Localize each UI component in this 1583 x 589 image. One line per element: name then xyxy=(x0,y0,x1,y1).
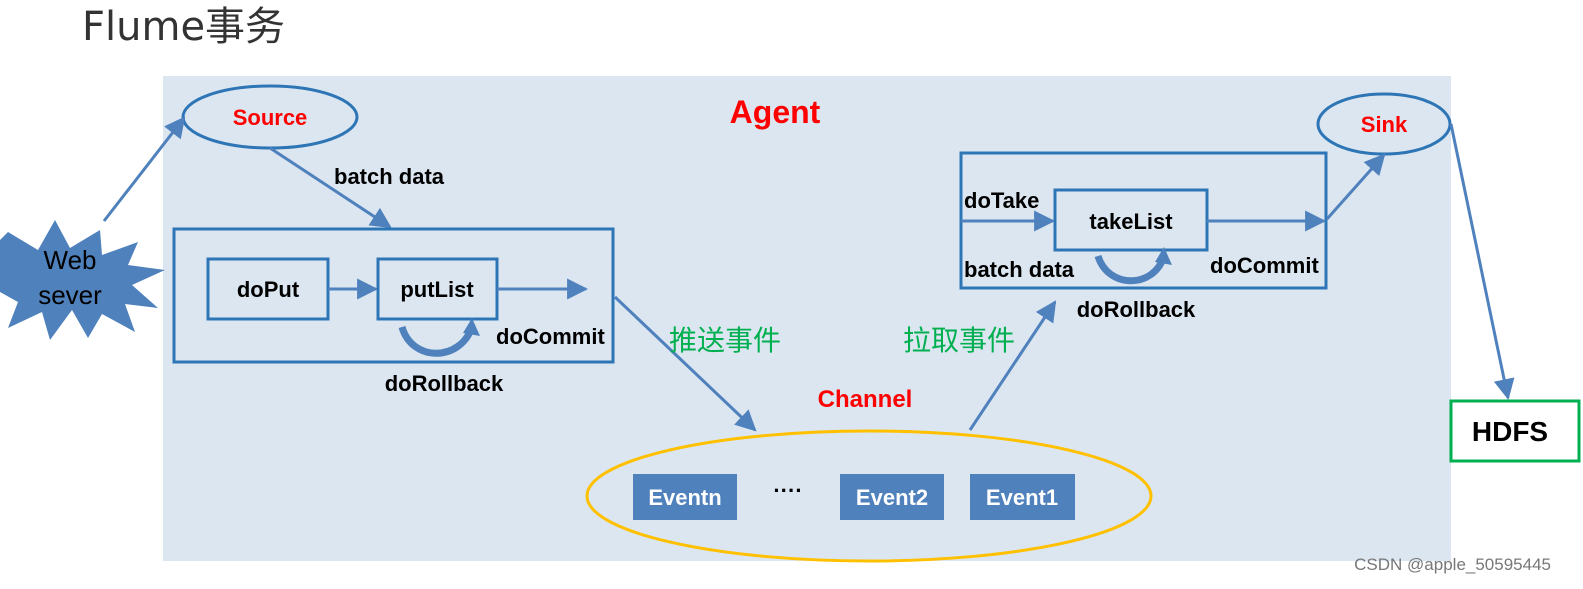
page-title: Flume事务 xyxy=(82,4,285,50)
arrow-push-to-channel xyxy=(613,295,757,432)
put-docommit-label: doCommit xyxy=(496,324,605,349)
channel-label: Channel xyxy=(818,386,913,413)
put-transaction-box xyxy=(172,227,615,364)
web-server-label-line1: Web xyxy=(44,245,97,275)
event-label-2: Event2 xyxy=(856,485,928,510)
agent-label: Agent xyxy=(730,94,821,130)
sink-label: Sink xyxy=(1361,112,1408,137)
channel-ellipse xyxy=(585,429,1153,563)
event-box-2 xyxy=(840,474,944,520)
event-box-n xyxy=(633,474,737,520)
push-event-label: 推送事件 xyxy=(669,324,781,357)
agent-panel xyxy=(163,76,1451,561)
arrow-web-to-source xyxy=(102,116,186,222)
arrow-commit-to-sink xyxy=(1325,153,1386,220)
pull-event-label: 拉取事件 xyxy=(903,324,1015,357)
hdfs-box xyxy=(1449,399,1581,463)
hdfs-label: HDFS xyxy=(1472,416,1548,447)
put-rollback-loop xyxy=(398,325,476,357)
take-docommit-label: doCommit xyxy=(1210,253,1319,278)
watermark-text: CSDN @apple_50595445 xyxy=(1354,555,1551,574)
arrow-source-to-putlist xyxy=(269,146,392,229)
put-dorollback-label: doRollback xyxy=(385,371,504,396)
take-rollback-loop xyxy=(1094,254,1168,285)
event-label-n: Eventn xyxy=(648,485,721,510)
arrow-sink-to-hdfs xyxy=(1449,123,1515,401)
arrow-pull-from-channel xyxy=(968,300,1057,431)
dotake-label: doTake xyxy=(964,188,1039,213)
put-rollback-arrowhead-icon xyxy=(463,318,480,336)
take-rollback-arrowhead-icon xyxy=(1155,247,1172,265)
putlist-label: putList xyxy=(400,277,474,302)
event-box-1 xyxy=(970,474,1075,520)
source-label: Source xyxy=(233,105,308,130)
takelist-label: takeList xyxy=(1089,209,1173,234)
event-label-1: Event1 xyxy=(986,485,1058,510)
doput-label: doPut xyxy=(237,277,300,302)
take-dorollback-label: doRollback xyxy=(1077,297,1196,322)
put-batch-data-label: batch data xyxy=(334,164,445,189)
take-batch-data-label: batch data xyxy=(964,257,1075,282)
web-server-label-line2: sever xyxy=(38,280,102,310)
web-server-starburst-icon xyxy=(0,220,165,340)
event-ellipsis: ···· xyxy=(773,478,802,503)
